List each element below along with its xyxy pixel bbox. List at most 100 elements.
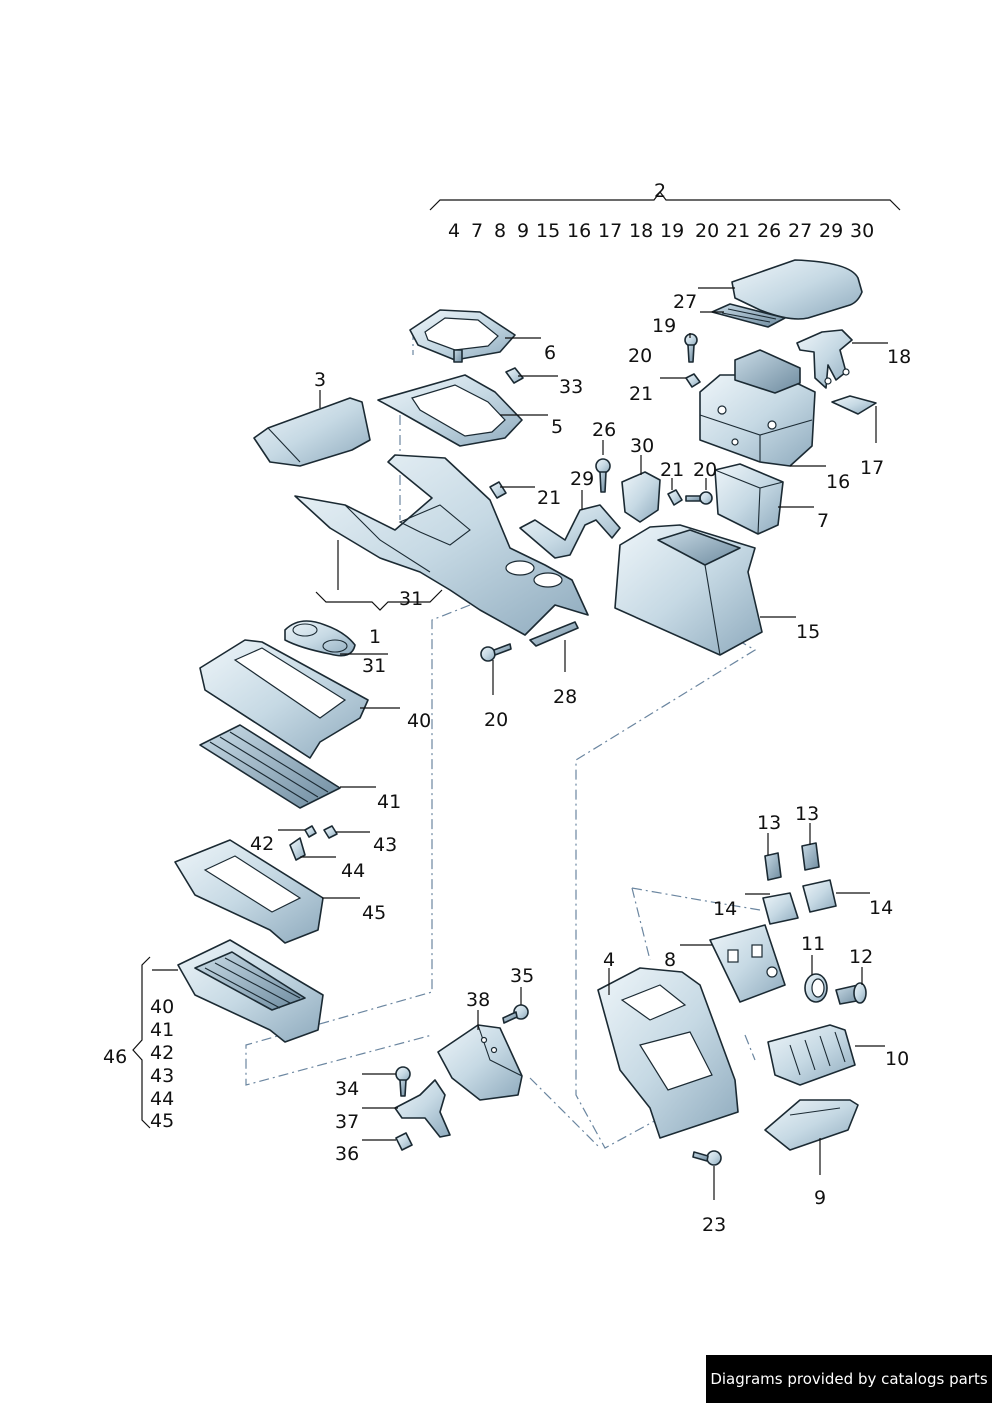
part-36-nut	[395, 1132, 413, 1151]
callout-label: 5	[551, 416, 563, 438]
part-37-mount-bracket	[394, 1079, 451, 1138]
part-35-screw	[502, 1004, 529, 1024]
part-29-bracket-strap	[519, 504, 621, 559]
callout-label: 21	[660, 459, 684, 481]
part-12-socket	[835, 982, 867, 1005]
callout-label: 34	[335, 1078, 359, 1100]
part-41-roller-cover	[199, 724, 341, 809]
callout-label: 35	[510, 965, 534, 987]
callout-label: 20	[628, 345, 652, 367]
part-20-screw	[685, 491, 713, 505]
callout-label: 6	[544, 342, 556, 364]
part-30-clip-block	[621, 471, 661, 523]
group-member-label: 8	[494, 220, 506, 242]
callout-label: 14	[869, 897, 893, 919]
callout-label: 21	[537, 487, 561, 509]
part-4-lower-console	[597, 967, 739, 1139]
part-21-clip-nut	[685, 373, 701, 388]
group-2-label: 2	[654, 180, 666, 202]
part-11-ring	[804, 973, 828, 1003]
group-46-member: 44	[150, 1088, 174, 1110]
callout-label: 41	[377, 791, 401, 813]
part-21-clip-nut	[667, 489, 683, 506]
group-member-label: 17	[598, 220, 622, 242]
group-member-label: 20	[695, 220, 719, 242]
callout-label: 8	[664, 949, 676, 971]
callout-label: 9	[814, 1187, 826, 1209]
part-42-clip	[304, 825, 317, 838]
part-44-latch	[289, 837, 306, 861]
part-8-trim-panel	[709, 924, 786, 1003]
callout-label: 11	[801, 933, 825, 955]
callout-label: 45	[362, 902, 386, 924]
callout-label: 21	[629, 383, 653, 405]
callout-label: 37	[335, 1111, 359, 1133]
callout-label: 20	[484, 709, 508, 731]
part-40-tray-frame	[199, 639, 369, 759]
part-38-bracket	[437, 1024, 523, 1101]
callout-label: 29	[570, 468, 594, 490]
group-2-members: 4 7 8 9 15 16 17 18 19 20 21 26 27 29 30	[448, 220, 874, 242]
group-member-label: 4	[448, 220, 460, 242]
callout-label: 7	[817, 510, 829, 532]
part-16-armrest-base	[699, 349, 816, 467]
callout-label: 19	[652, 315, 676, 337]
callout-label: 40	[407, 710, 431, 732]
part-13-button	[801, 842, 820, 871]
part-3-cover-panel	[253, 397, 371, 467]
part-23-screw	[692, 1150, 722, 1166]
group-member-label: 29	[819, 220, 843, 242]
part-20-screw	[480, 643, 512, 662]
part-34-screw	[395, 1066, 411, 1097]
callout-label: 27	[673, 291, 697, 313]
callout-label: 16	[826, 471, 850, 493]
part-43-clip	[323, 825, 338, 839]
callout-label: 10	[885, 1048, 909, 1070]
part-31-console-housing	[294, 454, 589, 636]
part-5-trim-plate	[377, 374, 523, 447]
part-46-tray-assembly	[177, 939, 324, 1043]
group-member-label: 21	[726, 220, 750, 242]
group-46-brace	[132, 956, 151, 1129]
callout-label: 15	[796, 621, 820, 643]
group-46-label: 46	[103, 1046, 127, 1068]
part-6-shift-frame	[409, 309, 516, 363]
group-member-label: 30	[850, 220, 874, 242]
part-17-small-cover	[831, 395, 877, 415]
group-46-member: 41	[150, 1019, 174, 1041]
callout-label: 28	[553, 686, 577, 708]
part-1-mats	[284, 620, 356, 657]
part-45-storage-tray	[174, 839, 324, 944]
group-member-label: 15	[536, 220, 560, 242]
callout-label: 23	[702, 1214, 726, 1236]
callout-label: 42	[250, 833, 274, 855]
callout-label: 44	[341, 860, 365, 882]
part-13-button	[764, 852, 782, 881]
callout-label: 20	[693, 459, 717, 481]
group-2-bracket: 2	[429, 180, 901, 211]
part-14-switch	[762, 892, 799, 925]
leader-lines	[152, 287, 888, 1200]
callout-label: 14	[713, 898, 737, 920]
callout-label: 30	[630, 435, 654, 457]
part-18-hinge-bracket	[796, 329, 853, 389]
callout-label: 31	[399, 588, 423, 610]
callout-label: 3	[314, 369, 326, 391]
callout-labels: 1 3 4 5 6 7 8 9 10 11 12 13 13 14 14 15 …	[250, 291, 911, 1236]
group-46-member: 40	[150, 996, 174, 1018]
part-27-armrest-plate	[711, 303, 786, 328]
group-member-label: 19	[660, 220, 684, 242]
group-member-label: 16	[567, 220, 591, 242]
group-46-labels: 46 40 41 42 43 44 45	[103, 996, 174, 1132]
part-26-screw	[595, 458, 611, 493]
part-14-switch	[802, 879, 837, 913]
part-19-screw	[684, 333, 698, 363]
part-33-clip	[505, 367, 524, 384]
group-member-label: 27	[788, 220, 812, 242]
callout-label: 38	[466, 989, 490, 1011]
callout-label: 13	[795, 803, 819, 825]
callout-label: 33	[559, 376, 583, 398]
callout-label: 1	[369, 626, 381, 648]
callout-label: 26	[592, 419, 616, 441]
